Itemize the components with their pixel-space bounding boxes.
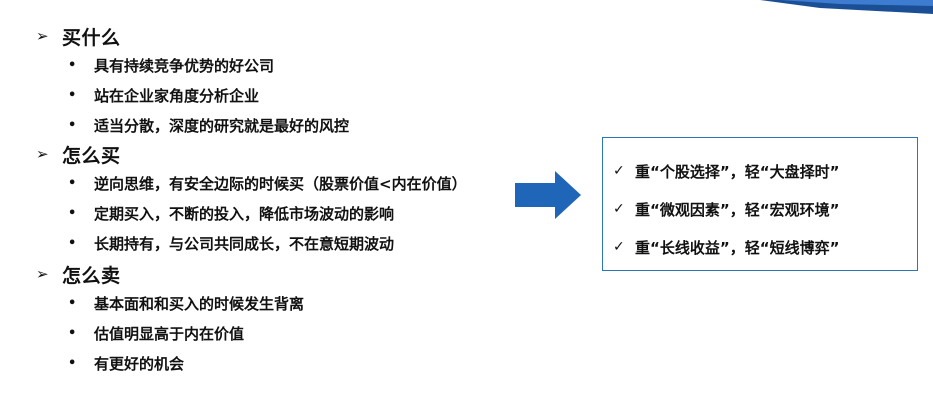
list-item: • 定期买入，不断的投入，降低市场波动的影响 (36, 198, 596, 228)
list-item-text: 长期持有，与公司共同成长，不在意短期波动 (94, 234, 395, 253)
list-item-text: 基本面和和买入的时候发生背离 (94, 294, 305, 313)
list-item-text: 有更好的机会 (94, 354, 185, 373)
list-item-text: 定期买入，不断的投入，降低市场波动的影响 (94, 204, 395, 223)
checkmark-icon: ✓ (613, 163, 625, 179)
section-what-to-buy: ➢ 买什么 • 具有持续竞争优势的好公司 • 站在企业家角度分析企业 • 适当分… (36, 22, 596, 140)
dot-bullet-icon: • (68, 235, 77, 251)
list-item: • 基本面和和买入的时候发生背离 (36, 288, 596, 318)
section-items: • 基本面和和买入的时候发生背离 • 估值明显高于内在价值 • 有更好的机会 (36, 288, 596, 378)
list-item: • 适当分散，深度的研究就是最好的风控 (36, 110, 596, 140)
section-heading: ➢ 怎么卖 (36, 260, 596, 288)
dot-bullet-icon: • (68, 117, 77, 133)
summary-item-text: 重“长线收益”，轻“短线博弈” (635, 238, 840, 257)
arrowhead-bullet-icon: ➢ (36, 145, 49, 163)
dot-bullet-icon: • (68, 325, 77, 341)
dot-bullet-icon: • (68, 205, 77, 221)
arrowhead-bullet-icon: ➢ (36, 27, 49, 45)
right-arrow-icon (515, 171, 581, 219)
section-title: 买什么 (62, 26, 121, 49)
section-title: 怎么卖 (62, 264, 121, 287)
summary-item-text: 重“个股选择”，轻“大盘择时” (635, 162, 840, 181)
list-item: • 长期持有，与公司共同成长，不在意短期波动 (36, 228, 596, 258)
list-item: • 具有持续竞争优势的好公司 (36, 50, 596, 80)
list-item: • 有更好的机会 (36, 348, 596, 378)
checkmark-icon: ✓ (613, 239, 625, 255)
section-items: • 逆向思维，有安全边际的时候买（股票价值<内在价值） • 定期买入，不断的投入… (36, 168, 596, 258)
dot-bullet-icon: • (68, 57, 77, 73)
dot-bullet-icon: • (68, 295, 77, 311)
checkmark-icon: ✓ (613, 201, 625, 217)
arrowhead-bullet-icon: ➢ (36, 265, 49, 283)
dot-bullet-icon: • (68, 87, 77, 103)
section-how-to-buy: ➢ 怎么买 • 逆向思维，有安全边际的时候买（股票价值<内在价值） • 定期买入… (36, 140, 596, 258)
list-item: • 逆向思维，有安全边际的时候买（股票价值<内在价值） (36, 168, 596, 198)
list-item-text: 具有持续竞争优势的好公司 (94, 56, 275, 75)
summary-item: ✓ 重“长线收益”，轻“短线博弈” (603, 228, 917, 266)
content-area: ➢ 买什么 • 具有持续竞争优势的好公司 • 站在企业家角度分析企业 • 适当分… (36, 22, 596, 378)
dot-bullet-icon: • (68, 175, 77, 191)
list-item: • 估值明显高于内在价值 (36, 318, 596, 348)
summary-item-text: 重“微观因素”，轻“宏观环境” (635, 200, 840, 219)
section-how-to-sell: ➢ 怎么卖 • 基本面和和买入的时候发生背离 • 估值明显高于内在价值 • 有更… (36, 260, 596, 378)
list-item-text: 站在企业家角度分析企业 (94, 86, 260, 105)
summary-box: ✓ 重“个股选择”，轻“大盘择时” ✓ 重“微观因素”，轻“宏观环境” ✓ 重“… (602, 137, 918, 271)
list-item-text: 估值明显高于内在价值 (94, 324, 245, 343)
list-item-text: 适当分散，深度的研究就是最好的风控 (94, 116, 350, 135)
dot-bullet-icon: • (68, 355, 77, 371)
summary-item: ✓ 重“个股选择”，轻“大盘择时” (603, 152, 917, 190)
section-title: 怎么买 (62, 144, 121, 167)
section-items: • 具有持续竞争优势的好公司 • 站在企业家角度分析企业 • 适当分散，深度的研… (36, 50, 596, 140)
section-heading: ➢ 买什么 (36, 22, 596, 50)
list-item-text: 逆向思维，有安全边际的时候买（股票价值<内在价值） (94, 174, 467, 193)
summary-item: ✓ 重“微观因素”，轻“宏观环境” (603, 190, 917, 228)
section-heading: ➢ 怎么买 (36, 140, 596, 168)
list-item: • 站在企业家角度分析企业 (36, 80, 596, 110)
corner-decoration (760, 0, 933, 14)
